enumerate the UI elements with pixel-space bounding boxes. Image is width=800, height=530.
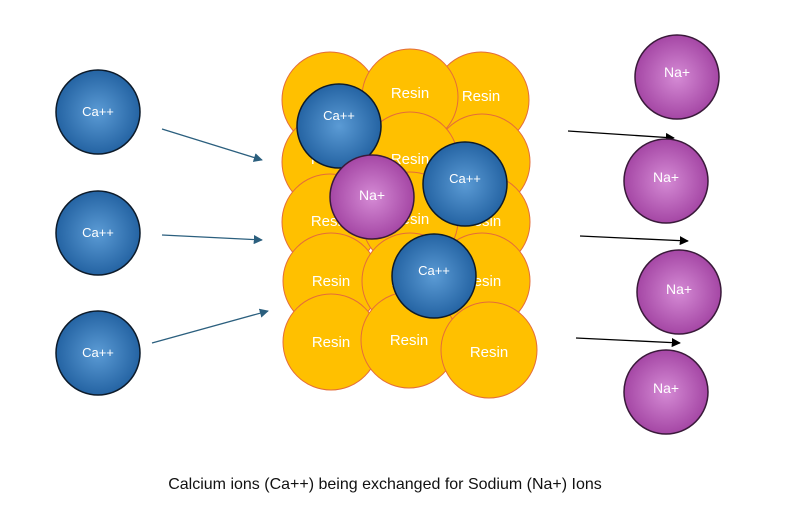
sodium-label: Na+ — [653, 380, 679, 396]
calcium-label: Ca++ — [82, 225, 114, 240]
bound-calcium-ion: Ca++ — [422, 141, 508, 227]
released-sodium-ion: Na+ — [623, 349, 709, 435]
released-sodium-ion: Na+ — [623, 138, 709, 224]
resin-label: Resin — [391, 85, 429, 102]
calcium-label: Ca++ — [418, 263, 450, 278]
sodium-label: Na+ — [359, 187, 385, 203]
outgoing-arrow — [575, 337, 681, 348]
calcium-label: Ca++ — [82, 104, 114, 119]
calcium-label: Ca++ — [323, 108, 355, 123]
resin-bead: Resin — [440, 301, 538, 399]
resin-label: Resin — [390, 332, 428, 349]
resin-bead: Resin — [282, 293, 380, 391]
outgoing-arrow — [567, 130, 675, 143]
calcium-label: Ca++ — [449, 171, 481, 186]
sodium-label: Na+ — [664, 64, 690, 80]
bound-sodium-ion: Na+ — [329, 154, 415, 240]
released-sodium-ion: Na+ — [636, 249, 722, 335]
incoming-arrow — [161, 234, 263, 245]
resin-label: Resin — [391, 151, 429, 168]
incoming-calcium-ion: Ca++ — [55, 190, 141, 276]
sodium-label: Na+ — [666, 281, 692, 297]
diagram-caption: Calcium ions (Ca++) being exchanged for … — [168, 476, 602, 493]
sodium-label: Na+ — [653, 169, 679, 185]
resin-label: Resin — [470, 344, 508, 361]
outgoing-arrow — [579, 235, 689, 246]
bound-calcium-ion: Ca++ — [296, 83, 382, 169]
resin-label: Resin — [312, 273, 350, 290]
incoming-calcium-ion: Ca++ — [55, 310, 141, 396]
resin-label: Resin — [462, 88, 500, 105]
released-sodium-ion: Na+ — [634, 34, 720, 120]
incoming-calcium-ion: Ca++ — [55, 69, 141, 155]
bound-calcium-ion: Ca++ — [391, 233, 477, 319]
incoming-arrow — [151, 308, 269, 344]
resin-label: Resin — [312, 334, 350, 351]
calcium-label: Ca++ — [82, 345, 114, 360]
incoming-arrow — [161, 128, 263, 162]
